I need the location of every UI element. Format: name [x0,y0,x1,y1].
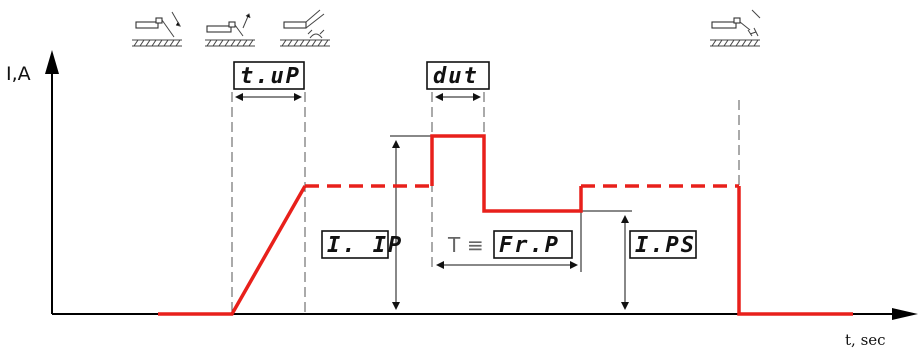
current-ramp-up [158,185,307,316]
torch-arc-start-icon [205,13,255,47]
dut-param: dut [426,61,490,90]
x-axis-arrow-icon [892,308,918,320]
ips-label: I.PS [635,233,696,258]
x-axis-label: t, sec [845,331,886,349]
y-axis-arrow-icon [45,50,59,74]
equiv-symbol: ≡ [467,233,484,257]
tup-param: t.uP [233,61,305,90]
ips-param: I.PS [629,230,697,259]
frp-label: Fr.P [499,233,560,258]
y-axis-label: I,A [6,63,31,85]
iip-label: I. IP [327,233,403,258]
iip-param: I. IP [321,230,403,259]
torch-contact-icon [132,11,182,47]
dut-label: dut [433,64,479,89]
current-fall [737,186,853,316]
torch-welding-icon [280,9,330,47]
period-symbol: T [447,233,461,257]
current-pulse [430,134,583,213]
tup-label: t.uP [240,64,301,89]
period-param: T ≡ Fr.P [447,230,573,259]
torch-arc-end-icon [710,9,761,47]
